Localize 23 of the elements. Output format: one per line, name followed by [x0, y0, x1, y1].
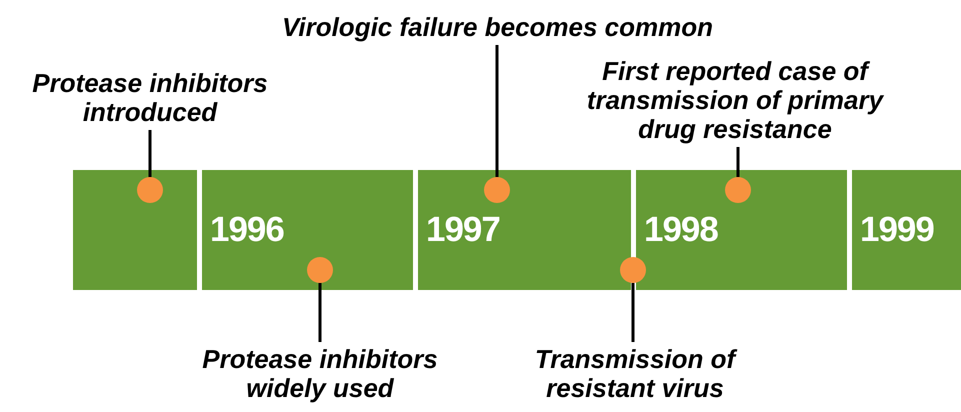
timeline-segment [418, 170, 631, 290]
event-dot [137, 177, 163, 203]
leader-line [496, 45, 498, 177]
timeline-segment [636, 170, 847, 290]
event-label: Transmission of resistant virus [490, 345, 780, 410]
event-label: Virologic failure becomes common [225, 2, 770, 42]
event-label: First reported case of transmission of primary drug resistance [570, 52, 900, 144]
timeline-segment [73, 170, 197, 290]
year-label: 1999 [860, 210, 934, 250]
leader-line [736, 147, 740, 177]
event-dot [307, 257, 333, 283]
year-label: 1996 [210, 210, 284, 250]
leader-line [318, 283, 322, 342]
leader-line [632, 283, 634, 342]
event-label: Protease inhibitors introduced [0, 62, 300, 127]
event-label: Protease inhibitors widely used [160, 345, 480, 410]
event-dot [725, 177, 751, 203]
timeline-segment [852, 170, 961, 290]
event-dot [484, 177, 510, 203]
leader-line [148, 130, 152, 177]
year-label: 1998 [644, 210, 718, 250]
timeline-segment [202, 170, 413, 290]
year-label: 1997 [426, 210, 500, 250]
